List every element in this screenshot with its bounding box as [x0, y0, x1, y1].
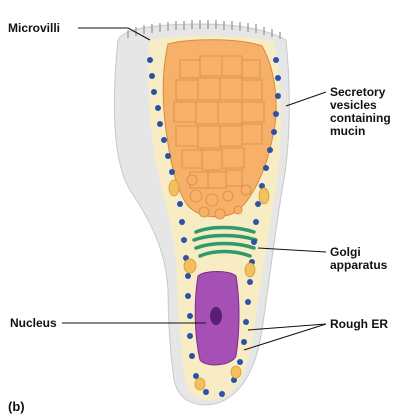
label-microvilli: Microvilli [8, 22, 60, 35]
panel-label: (b) [8, 400, 25, 413]
nucleolus [210, 307, 222, 325]
label-secretory-vesicles: Secretory vesicles containing mucin [330, 86, 391, 138]
label-secretory-line-4: mucin [330, 125, 391, 138]
label-rough-er: Rough ER [330, 318, 388, 331]
label-nucleus: Nucleus [10, 317, 57, 330]
label-golgi-apparatus: Golgi apparatus [330, 246, 387, 272]
label-golgi-line-2: apparatus [330, 259, 387, 272]
